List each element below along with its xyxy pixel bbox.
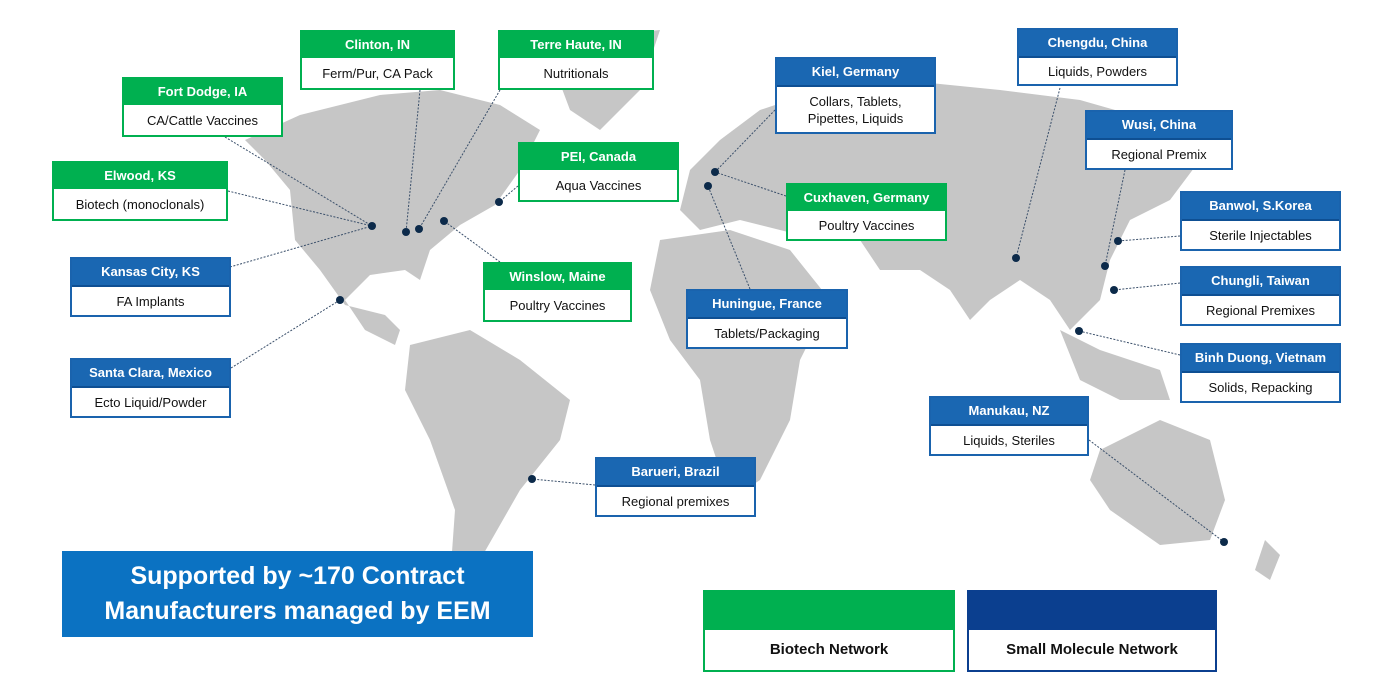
site-city: Santa Clara, Mexico <box>72 360 229 388</box>
site-city: PEI, Canada <box>520 144 677 170</box>
site-box-terre-haute: Terre Haute, IN Nutritionals <box>498 30 654 90</box>
legend-label-biotech: Biotech Network <box>769 641 889 658</box>
site-desc: Nutritionals <box>543 65 609 81</box>
site-dots <box>336 168 1228 546</box>
site-city: Huningue, France <box>688 291 846 319</box>
contract-manufacturers-banner: Supported by ~170 Contract Manufacturers… <box>62 551 533 637</box>
site-desc: Solids, Repacking <box>1208 379 1313 395</box>
leader-lines <box>224 87 1225 543</box>
site-city: Kiel, Germany <box>777 59 934 87</box>
site-desc: Poultry Vaccines <box>818 217 915 233</box>
site-desc: FA Implants <box>116 293 185 309</box>
australia <box>1090 420 1225 545</box>
legend-label-small-molecule: Small Molecule Network <box>1006 641 1178 658</box>
site-box-manukau: Manukau, NZ Liquids, Steriles <box>929 396 1089 456</box>
legend-biotech: Biotech Network <box>703 590 955 672</box>
site-desc: CA/Cattle Vaccines <box>146 112 259 128</box>
site-desc: Ecto Liquid/Powder <box>94 394 207 410</box>
site-desc: Poultry Vaccines <box>509 297 606 313</box>
site-city: Chengdu, China <box>1019 30 1176 58</box>
site-box-fort-dodge: Fort Dodge, IA CA/Cattle Vaccines <box>122 77 283 137</box>
site-desc: Liquids, Steriles <box>963 432 1055 448</box>
south-america <box>405 330 570 610</box>
site-box-clinton: Clinton, IN Ferm/Pur, CA Pack <box>300 30 455 90</box>
site-city: Chungli, Taiwan <box>1182 268 1339 296</box>
site-city: Binh Duong, Vietnam <box>1182 345 1339 373</box>
legend-swatch-biotech <box>705 592 953 630</box>
southeast-asia <box>1060 330 1170 400</box>
site-desc: Biotech (monoclonals) <box>75 196 205 212</box>
site-city: Elwood, KS <box>54 163 226 189</box>
site-box-elwood: Elwood, KS Biotech (monoclonals) <box>52 161 228 221</box>
banner-line-2: Manufacturers managed by EEM <box>104 597 491 625</box>
site-box-kansas-city: Kansas City, KS FA Implants <box>70 257 231 317</box>
new-zealand <box>1255 540 1280 580</box>
site-desc: Regional premixes <box>621 493 730 509</box>
site-city: Cuxhaven, Germany <box>788 185 945 211</box>
site-city: Barueri, Brazil <box>597 459 754 487</box>
site-desc: Collars, Tablets, Pipettes, Liquids <box>807 93 904 126</box>
site-desc: Liquids, Powders <box>1048 63 1147 79</box>
site-desc: Ferm/Pur, CA Pack <box>322 65 433 81</box>
banner-line-1: Supported by ~170 Contract <box>130 562 465 590</box>
site-city: Manukau, NZ <box>931 398 1087 426</box>
site-city: Winslow, Maine <box>485 264 630 290</box>
legend-swatch-small-molecule <box>969 592 1215 630</box>
site-desc: Aqua Vaccines <box>555 177 642 193</box>
site-city: Terre Haute, IN <box>500 32 652 58</box>
site-desc: Sterile Injectables <box>1209 227 1312 243</box>
site-city: Kansas City, KS <box>72 259 229 287</box>
north-america <box>245 90 540 345</box>
site-city: Wusi, China <box>1087 112 1231 140</box>
site-desc: Tablets/Packaging <box>714 325 820 341</box>
legend-small-molecule: Small Molecule Network <box>967 590 1217 672</box>
site-city: Banwol, S.Korea <box>1182 193 1339 221</box>
site-city: Fort Dodge, IA <box>124 79 281 105</box>
site-desc: Regional Premixes <box>1205 302 1316 318</box>
site-city: Clinton, IN <box>302 32 453 58</box>
site-desc: Regional Premix <box>1111 146 1207 162</box>
